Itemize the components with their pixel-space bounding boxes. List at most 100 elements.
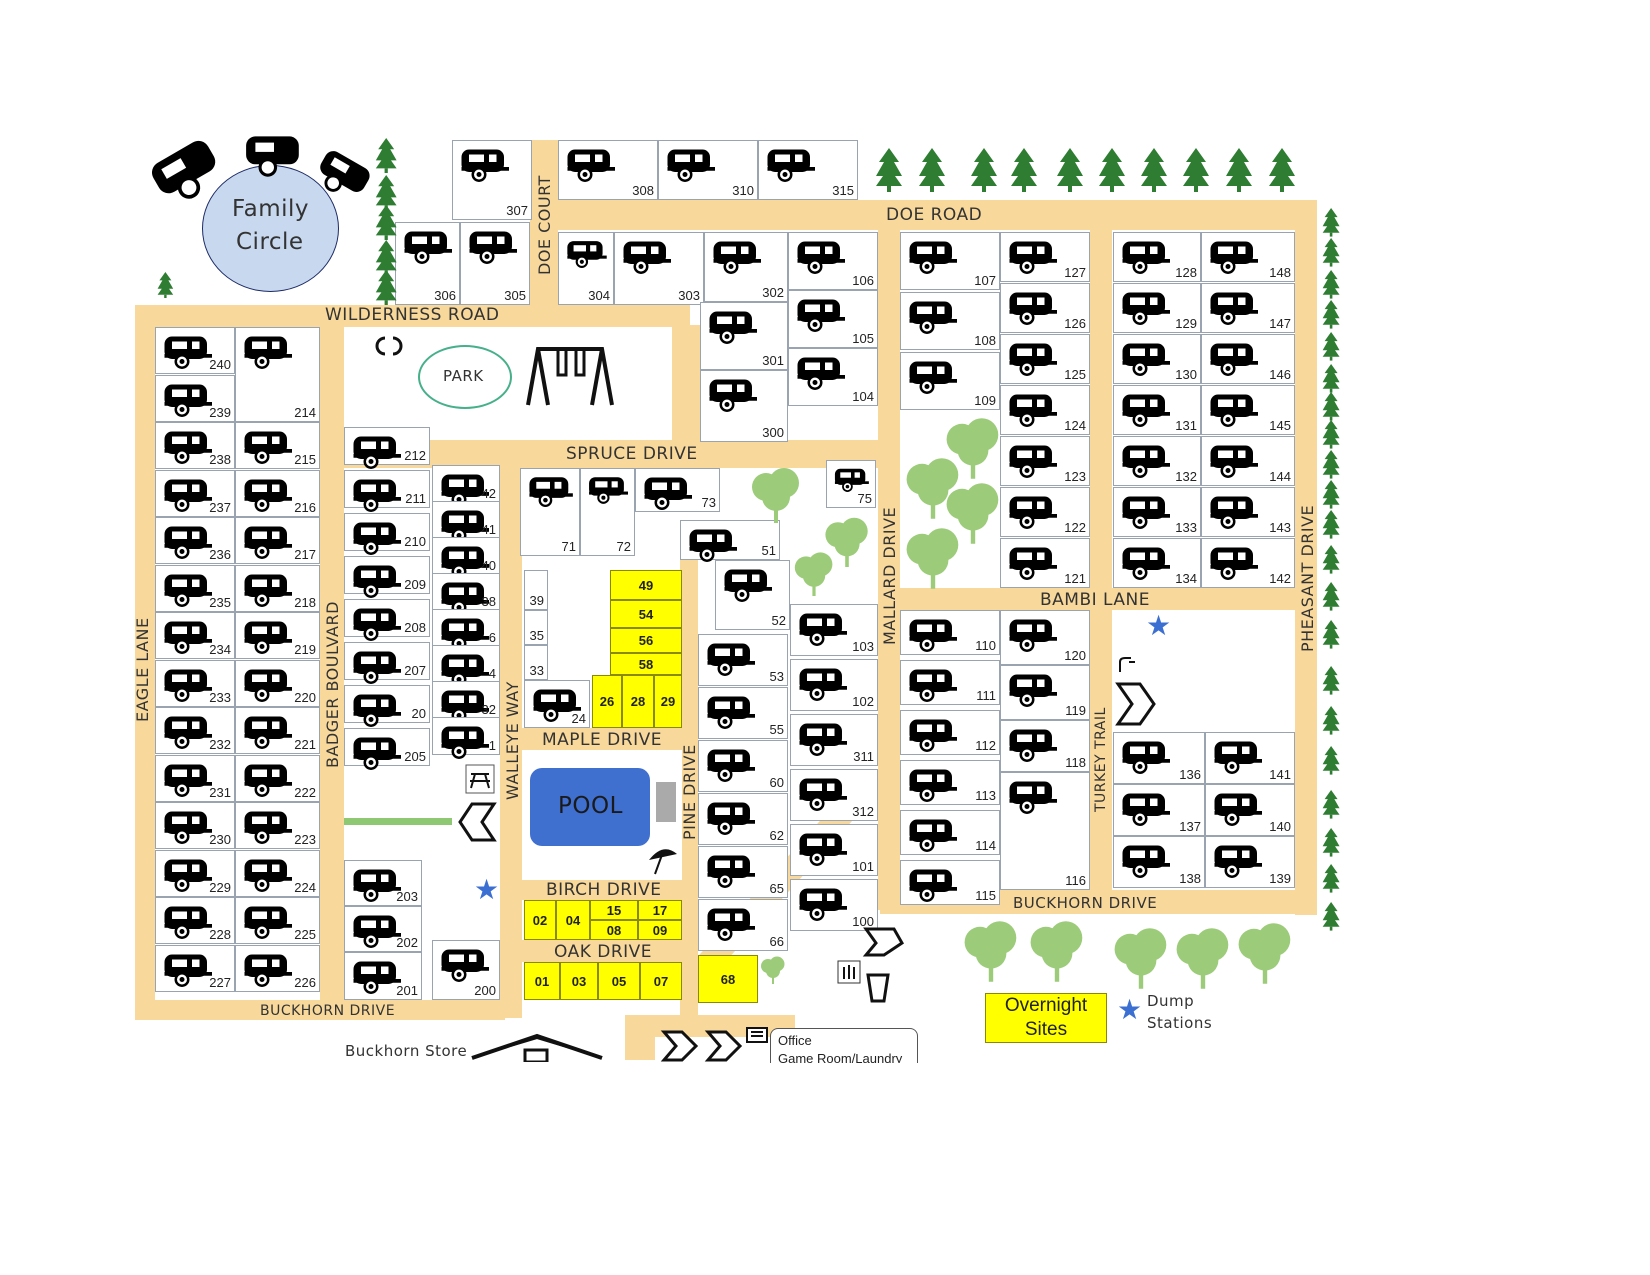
campsite-71[interactable]: 71 [520, 468, 580, 556]
campsite-142[interactable]: 142 [1201, 538, 1295, 588]
campsite-145[interactable]: 145 [1201, 385, 1295, 435]
campsite-229[interactable]: 229 [155, 849, 235, 897]
overnight-site-26[interactable]: 26 [592, 675, 622, 728]
campsite-302[interactable]: 302 [704, 232, 788, 302]
campsite-237[interactable]: 237 [155, 469, 235, 517]
campsite-230[interactable]: 230 [155, 802, 235, 849]
campsite-52[interactable]: 52 [715, 560, 790, 630]
campsite-315[interactable]: 315 [758, 140, 858, 200]
campsite-209[interactable]: 209 [344, 556, 430, 598]
campsite-33[interactable]: 33 [524, 645, 548, 680]
campsite-106[interactable]: 106 [788, 232, 878, 290]
campsite-235[interactable]: 235 [155, 564, 235, 612]
campsite-55[interactable]: 55 [698, 687, 788, 739]
campsite-311[interactable]: 311 [790, 714, 878, 766]
campsite-119[interactable]: 119 [1000, 665, 1090, 720]
campsite-300[interactable]: 300 [700, 370, 788, 442]
campsite-208[interactable]: 208 [344, 599, 430, 641]
campsite-113[interactable]: 113 [900, 760, 1000, 805]
campsite-304[interactable]: 304 [558, 232, 614, 305]
campsite-216[interactable]: 216 [235, 469, 320, 517]
campsite-101[interactable]: 101 [790, 824, 878, 876]
campsite-127[interactable]: 127 [1000, 232, 1090, 282]
campsite-42[interactable]: 42 [432, 465, 500, 507]
overnight-site-49[interactable]: 49 [610, 570, 682, 600]
campsite-205[interactable]: 205 [344, 728, 430, 770]
campsite-112[interactable]: 112 [900, 710, 1000, 755]
overnight-site-15[interactable]: 15 [590, 900, 638, 920]
campsite-238[interactable]: 238 [155, 422, 235, 469]
campsite-118[interactable]: 118 [1000, 720, 1090, 772]
overnight-site-04[interactable]: 04 [556, 900, 590, 940]
campsite-233[interactable]: 233 [155, 659, 235, 707]
overnight-site-68[interactable]: 68 [698, 955, 758, 1003]
campsite-134[interactable]: 134 [1113, 538, 1201, 588]
campsite-236[interactable]: 236 [155, 517, 235, 564]
campsite-143[interactable]: 143 [1201, 487, 1295, 537]
campsite-148[interactable]: 148 [1201, 232, 1295, 282]
campsite-124[interactable]: 124 [1000, 385, 1090, 435]
overnight-site-56[interactable]: 56 [610, 628, 682, 653]
campsite-147[interactable]: 147 [1201, 283, 1295, 333]
campsite-109[interactable]: 109 [900, 352, 1000, 410]
campsite-305[interactable]: 305 [460, 222, 530, 305]
overnight-site-05[interactable]: 05 [598, 962, 640, 1000]
campsite-4[interactable]: 4 [432, 645, 500, 687]
campsite-225[interactable]: 225 [235, 897, 320, 944]
overnight-site-08[interactable]: 08 [590, 920, 638, 940]
campsite-53[interactable]: 53 [698, 634, 788, 686]
campsite-129[interactable]: 129 [1113, 283, 1201, 333]
campsite-60[interactable]: 60 [698, 740, 788, 792]
campsite-130[interactable]: 130 [1113, 334, 1201, 384]
campsite-231[interactable]: 231 [155, 754, 235, 802]
campsite-200[interactable]: 200 [432, 940, 500, 1000]
campsite-232[interactable]: 232 [155, 707, 235, 754]
campsite-221[interactable]: 221 [235, 707, 320, 754]
campsite-218[interactable]: 218 [235, 564, 320, 612]
campsite-228[interactable]: 228 [155, 897, 235, 944]
campsite-211[interactable]: 211 [344, 470, 430, 512]
campsite-51[interactable]: 51 [680, 520, 780, 562]
campsite-308[interactable]: 308 [558, 140, 658, 200]
campsite-107[interactable]: 107 [900, 232, 1000, 290]
campsite-122[interactable]: 122 [1000, 487, 1090, 537]
campsite-219[interactable]: 219 [235, 612, 320, 659]
overnight-site-29[interactable]: 29 [654, 675, 682, 728]
campsite-111[interactable]: 111 [900, 660, 1000, 705]
campsite-126[interactable]: 126 [1000, 283, 1090, 333]
campsite-120[interactable]: 120 [1000, 610, 1090, 665]
campsite-100[interactable]: 100 [790, 879, 878, 931]
overnight-site-09[interactable]: 09 [638, 920, 682, 940]
campsite-1[interactable]: 1 [432, 717, 500, 759]
overnight-site-54[interactable]: 54 [610, 600, 682, 628]
campsite-239[interactable]: 239 [155, 374, 235, 422]
campsite-136[interactable]: 136 [1113, 732, 1205, 784]
campsite-32[interactable]: 32 [432, 681, 500, 723]
campsite-137[interactable]: 137 [1113, 784, 1205, 836]
campsite-38[interactable]: 38 [432, 573, 500, 615]
overnight-site-58[interactable]: 58 [610, 653, 682, 675]
campsite-222[interactable]: 222 [235, 754, 320, 802]
campsite-40[interactable]: 40 [432, 537, 500, 579]
campsite-108[interactable]: 108 [900, 292, 1000, 350]
campsite-207[interactable]: 207 [344, 642, 430, 684]
campsite-144[interactable]: 144 [1201, 436, 1295, 486]
campsite-140[interactable]: 140 [1205, 784, 1295, 836]
campsite-138[interactable]: 138 [1113, 836, 1205, 888]
overnight-site-28[interactable]: 28 [622, 675, 654, 728]
campsite-310[interactable]: 310 [658, 140, 758, 200]
campsite-116[interactable]: 116 [1000, 772, 1090, 890]
campsite-210[interactable]: 210 [344, 513, 430, 555]
campsite-201[interactable]: 201 [344, 952, 422, 1000]
campsite-75[interactable]: 75 [826, 460, 876, 508]
campsite-133[interactable]: 133 [1113, 487, 1201, 537]
overnight-site-07[interactable]: 07 [640, 962, 682, 1000]
campsite-73[interactable]: 73 [635, 468, 720, 512]
campsite-202[interactable]: 202 [344, 906, 422, 952]
campsite-20[interactable]: 20 [344, 685, 430, 727]
campsite-220[interactable]: 220 [235, 659, 320, 707]
overnight-site-01[interactable]: 01 [524, 962, 560, 1000]
campsite-301[interactable]: 301 [700, 302, 788, 370]
campsite-131[interactable]: 131 [1113, 385, 1201, 435]
campsite-139[interactable]: 139 [1205, 836, 1295, 888]
